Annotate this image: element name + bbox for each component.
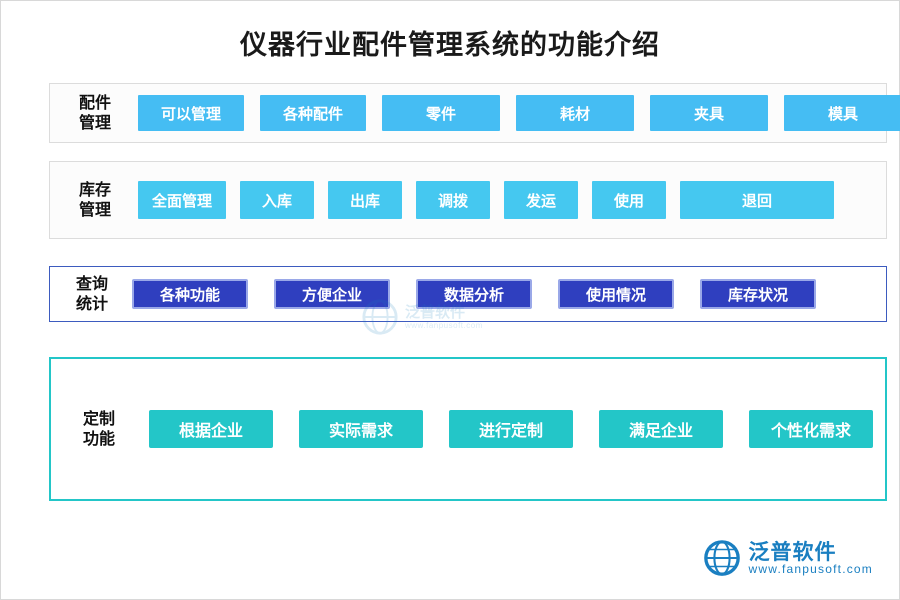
section-label-line-1: 定制 bbox=[82, 409, 115, 428]
chip-stock-6[interactable]: 退回 bbox=[680, 181, 834, 219]
chip-parts-3[interactable]: 耗材 bbox=[516, 95, 634, 131]
watermark-url: www.fanpusoft.com bbox=[405, 320, 483, 330]
section-label-custom: 定制 功能 bbox=[69, 409, 129, 449]
section-stock-management: 库存 管理 全面管理 入库 出库 调拨 发运 使用 退回 bbox=[49, 161, 887, 239]
section-query-statistics: 查询 统计 各种功能 方便企业 数据分析 使用情况 库存状况 bbox=[49, 266, 887, 322]
chip-stock-5[interactable]: 使用 bbox=[592, 181, 666, 219]
section-custom-function: 定制 功能 根据企业 实际需求 进行定制 满足企业 个性化需求 bbox=[49, 357, 887, 501]
chip-custom-3[interactable]: 满足企业 bbox=[599, 410, 723, 448]
chip-parts-2[interactable]: 零件 bbox=[382, 95, 500, 131]
chip-group-query: 各种功能 方便企业 数据分析 使用情况 库存状况 bbox=[118, 279, 886, 309]
chip-query-1[interactable]: 方便企业 bbox=[274, 279, 390, 309]
chip-stock-3[interactable]: 调拨 bbox=[416, 181, 490, 219]
chip-custom-1[interactable]: 实际需求 bbox=[299, 410, 423, 448]
chip-group-parts: 可以管理 各种配件 零件 耗材 夹具 模具 bbox=[126, 95, 900, 131]
chip-query-4[interactable]: 库存状况 bbox=[700, 279, 816, 309]
chip-parts-0[interactable]: 可以管理 bbox=[138, 95, 244, 131]
brand-logo: 泛普软件 www.fanpusoft.com bbox=[703, 539, 873, 577]
chip-group-custom: 根据企业 实际需求 进行定制 满足企业 个性化需求 bbox=[129, 410, 900, 448]
chip-custom-4[interactable]: 个性化需求 bbox=[749, 410, 873, 448]
section-label-line-1: 库存 bbox=[78, 180, 111, 199]
section-label-line-2: 统计 bbox=[75, 294, 108, 313]
chip-group-stock: 全面管理 入库 出库 调拨 发运 使用 退回 bbox=[126, 181, 886, 219]
chip-stock-4[interactable]: 发运 bbox=[504, 181, 578, 219]
section-label-line-1: 配件 bbox=[78, 93, 111, 112]
section-parts-management: 配件 管理 可以管理 各种配件 零件 耗材 夹具 模具 bbox=[49, 83, 900, 143]
section-label-line-1: 查询 bbox=[75, 274, 108, 293]
chip-custom-2[interactable]: 进行定制 bbox=[449, 410, 573, 448]
section-label-stock: 库存 管理 bbox=[64, 180, 126, 220]
section-label-line-2: 功能 bbox=[82, 429, 115, 448]
chip-stock-0[interactable]: 全面管理 bbox=[138, 181, 226, 219]
chip-custom-0[interactable]: 根据企业 bbox=[149, 410, 273, 448]
page-title: 仪器行业配件管理系统的功能介绍 bbox=[240, 30, 660, 61]
chip-query-3[interactable]: 使用情况 bbox=[558, 279, 674, 309]
chip-parts-5[interactable]: 模具 bbox=[784, 95, 900, 131]
chip-parts-4[interactable]: 夹具 bbox=[650, 95, 768, 131]
section-label-query: 查询 统计 bbox=[66, 274, 118, 314]
section-label-line-2: 管理 bbox=[78, 200, 111, 219]
chip-query-0[interactable]: 各种功能 bbox=[132, 279, 248, 309]
logo-url: www.fanpusoft.com bbox=[748, 561, 873, 576]
chip-query-2[interactable]: 数据分析 bbox=[416, 279, 532, 309]
globe-icon bbox=[703, 540, 740, 576]
logo-name: 泛普软件 bbox=[748, 539, 837, 564]
section-label-line-2: 管理 bbox=[78, 113, 111, 132]
chip-stock-1[interactable]: 入库 bbox=[240, 181, 314, 219]
chip-parts-1[interactable]: 各种配件 bbox=[260, 95, 366, 131]
section-label-parts: 配件 管理 bbox=[64, 93, 126, 133]
chip-stock-2[interactable]: 出库 bbox=[328, 181, 402, 219]
